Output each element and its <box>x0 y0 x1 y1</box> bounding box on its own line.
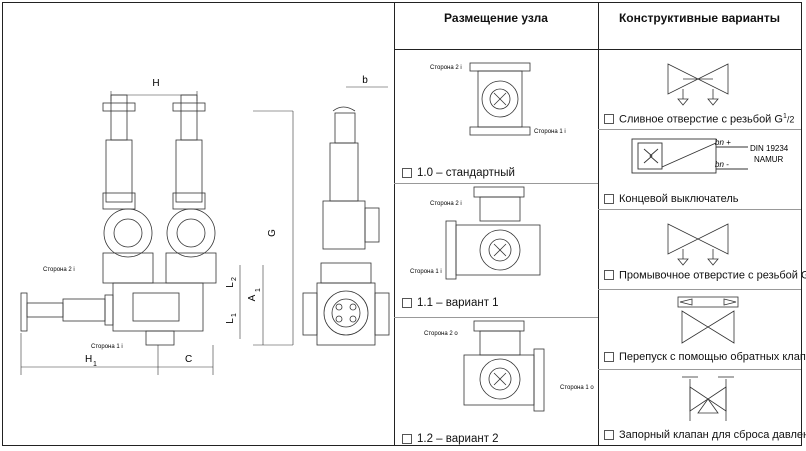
placement-header: Размещение узла <box>444 11 548 25</box>
variant-bypass-drawing <box>677 296 739 344</box>
variant-flush-checkbox[interactable] <box>604 270 614 281</box>
variant-shutoff-checkbox[interactable] <box>604 430 614 440</box>
variant-bypass-label: Перепуск с помощью обратных клапанов <box>619 351 806 363</box>
variant-flush-drawing <box>667 223 729 266</box>
dim-b: b <box>362 75 368 86</box>
placement-1-label: 1.0 – стандартный <box>417 167 515 179</box>
placement-1-side2: Сторона 2 i <box>430 65 462 71</box>
label-side1: Сторона 1 i <box>91 344 123 350</box>
dim-h1-sub: 1 <box>93 361 97 368</box>
placement-2-checkbox[interactable] <box>402 298 412 308</box>
variant-drain-checkbox[interactable] <box>604 114 614 125</box>
dim-a1: A <box>247 294 258 301</box>
placement-1-checkbox[interactable] <box>402 168 412 178</box>
dim-h: H <box>152 78 159 89</box>
dim-l1-sub: 1 <box>231 313 238 317</box>
variant-drain-drawing <box>667 63 729 106</box>
placement-2-label: 1.1 – вариант 1 <box>417 297 499 309</box>
variant-switch-checkbox[interactable] <box>604 194 614 204</box>
variant-bypass: Перепуск с помощью обратных клапанов <box>598 289 806 369</box>
variant-shutoff: Запорный клапан для сброса давления <box>598 369 806 445</box>
divider-2 <box>598 3 599 445</box>
variant-shutoff-drawing <box>682 376 734 421</box>
variant-shutoff-label: Запорный клапан для сброса давления <box>619 429 806 441</box>
placement-3-drawing: Сторона 2 o Сторона 1 o <box>424 320 594 412</box>
valve-assembly-drawing: H b G A 1 L 2 L 1 H 1 C Сторона 2 i Стор… <box>20 75 390 375</box>
technical-drawing: H b G A 1 L 2 L 1 H 1 C Сторона 2 i Стор… <box>3 3 394 445</box>
variants-header: Конструктивные варианты <box>618 11 781 25</box>
svg-text:DIN 19234: DIN 19234 <box>750 144 789 153</box>
placement-option-1: Сторона 2 i Сторона 1 i 1.0 – стандартны… <box>394 49 598 183</box>
dim-c: C <box>185 354 192 365</box>
svg-text:bn -: bn - <box>715 160 729 169</box>
placement-2-side2: Сторона 2 i <box>430 201 462 207</box>
variant-drain: Сливное отверстие с резьбой G1/2 <box>598 49 801 129</box>
placement-3-side2: Сторона 2 o <box>424 331 458 337</box>
placement-2-drawing: Сторона 2 i Сторона 1 i <box>410 186 541 280</box>
variant-bypass-checkbox[interactable] <box>604 352 614 362</box>
variant-drain-label: Сливное отверстие с резьбой G <box>619 113 783 126</box>
label-side2: Сторона 2 i <box>43 267 75 273</box>
divider-1 <box>394 3 395 445</box>
placement-3-label: 1.2 – вариант 2 <box>417 433 499 445</box>
dim-l1: L <box>225 318 236 324</box>
dim-l2-sub: 2 <box>231 277 238 281</box>
dim-h1: H <box>85 354 92 365</box>
placement-option-3: Сторона 2 o Сторона 1 o 1.2 – вариант 2 <box>394 317 598 445</box>
header-separator <box>394 49 801 50</box>
variant-limit-switch: bn + bn - DIN 19234 NAMUR Концевой выклю… <box>598 129 801 209</box>
dim-a1-sub: 1 <box>255 288 262 292</box>
placement-1-drawing: Сторона 2 i Сторона 1 i <box>430 62 566 136</box>
placement-3-checkbox[interactable] <box>402 434 412 444</box>
variant-flush: Промывочное отверстие с резьбой G1/2 <box>598 209 806 289</box>
variant-switch-drawing: bn + bn - DIN 19234 NAMUR <box>631 138 789 174</box>
svg-text:NAMUR: NAMUR <box>754 155 784 164</box>
placement-2-side1: Сторона 1 i <box>410 269 442 275</box>
placement-1-side1: Сторона 1 i <box>534 129 566 135</box>
variant-flush-label: Промывочное отверстие с резьбой G <box>619 269 806 282</box>
dim-g: G <box>267 229 278 237</box>
variant-switch-label: Концевой выключатель <box>619 193 739 205</box>
placement-option-2: Сторона 2 i Сторона 1 i 1.1 – вариант 1 <box>394 183 598 317</box>
dim-l2: L <box>225 282 236 288</box>
placement-3-side1: Сторона 1 o <box>560 385 594 391</box>
svg-text:bn +: bn + <box>715 138 731 147</box>
